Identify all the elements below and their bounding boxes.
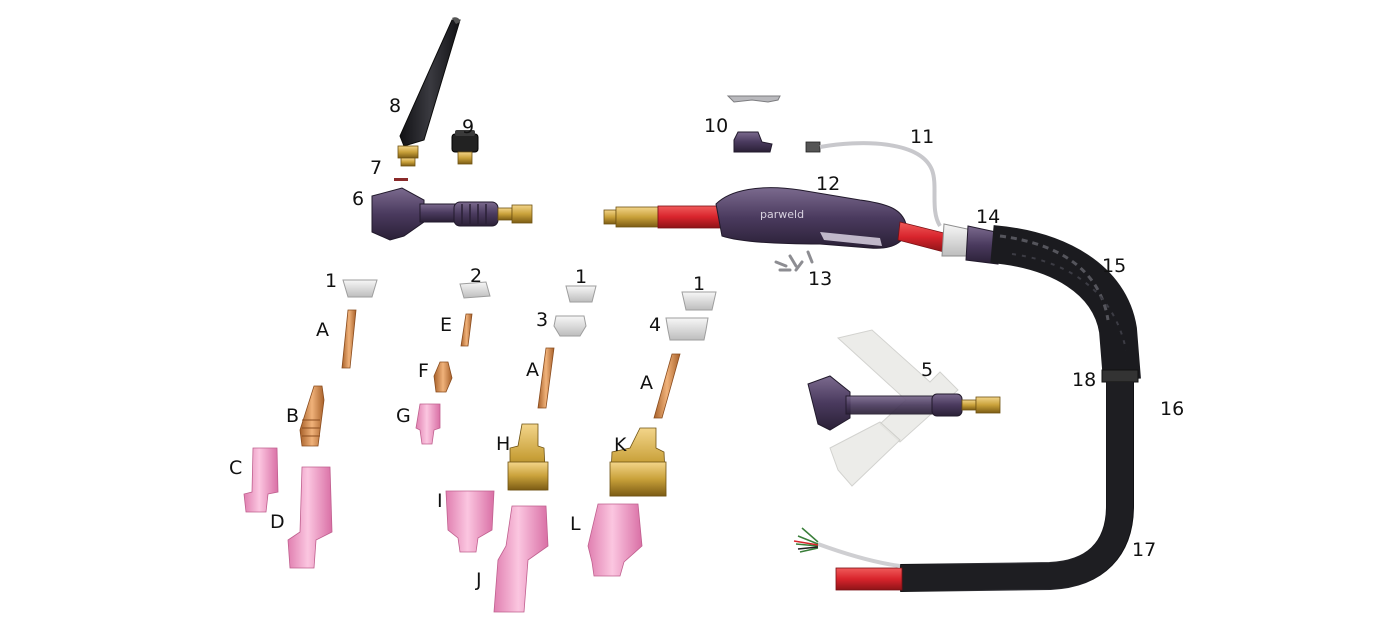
label-a-col1: A <box>316 319 329 341</box>
nozzle-g <box>415 403 441 445</box>
label-1-col1: 1 <box>325 270 337 292</box>
gas-lens-k <box>609 427 667 497</box>
torch-body <box>371 187 533 241</box>
collet-body-f <box>433 361 453 393</box>
label-1-col4: 1 <box>693 273 705 295</box>
label-f: F <box>418 360 429 382</box>
label-16: 16 <box>1160 398 1184 420</box>
cap-1-col3 <box>565 285 597 303</box>
label-a-col3: A <box>526 359 539 381</box>
label-h: H <box>496 433 510 455</box>
insulator-3 <box>553 315 587 337</box>
label-b: B <box>286 405 299 427</box>
label-9: 9 <box>462 116 474 138</box>
switch-clip <box>726 95 781 103</box>
label-d: D <box>270 511 285 533</box>
hose-coupling <box>941 223 999 265</box>
label-15: 15 <box>1102 255 1126 277</box>
label-2: 2 <box>470 265 482 287</box>
label-e: E <box>440 314 452 336</box>
label-4: 4 <box>649 314 661 336</box>
label-18: 18 <box>1072 369 1096 391</box>
insulator-4 <box>665 317 709 341</box>
label-j: J <box>475 569 482 591</box>
collet-a-col1 <box>341 309 357 369</box>
torch-hose-front <box>603 205 721 229</box>
back-cap-long <box>397 17 461 167</box>
label-a-col4: A <box>640 372 653 394</box>
label-17: 17 <box>1132 539 1156 561</box>
part-labels: 8 9 7 6 1 A B C D 2 E F G 1 3 A H I J 1 … <box>229 95 1184 591</box>
label-7: 7 <box>370 157 382 179</box>
label-l: L <box>570 513 581 535</box>
label-12: 12 <box>816 173 840 195</box>
cap-1-col4 <box>681 291 717 311</box>
nozzle-l <box>587 503 643 577</box>
handle-logo: parweld <box>760 208 804 221</box>
switch-button <box>733 131 773 153</box>
cap-2-col2 <box>459 281 491 299</box>
label-k: K <box>614 434 627 456</box>
label-5: 5 <box>921 359 933 381</box>
label-1-col3: 1 <box>575 266 587 288</box>
back-cap-short <box>451 130 479 165</box>
nozzle-i <box>445 490 495 553</box>
nozzle-c <box>243 447 279 513</box>
flexible-torch-body <box>807 329 1001 487</box>
nozzle-j <box>493 505 549 613</box>
gas-lens-h <box>507 423 549 491</box>
label-6: 6 <box>352 188 364 210</box>
label-13: 13 <box>808 268 832 290</box>
label-i: I <box>437 490 443 512</box>
collet-body-b <box>299 385 325 447</box>
torch-handle: parweld <box>715 187 907 249</box>
cap-1-col1 <box>342 279 378 298</box>
label-g: G <box>396 405 411 427</box>
o-ring <box>394 178 408 181</box>
torch-hose-rear <box>897 221 949 253</box>
cable-assembly <box>793 225 1141 592</box>
label-c: C <box>229 457 242 479</box>
label-10: 10 <box>704 115 728 137</box>
nozzle-d <box>287 466 333 569</box>
collet-e <box>460 313 473 347</box>
handle-screws <box>774 250 814 272</box>
label-11: 11 <box>910 126 934 148</box>
label-8: 8 <box>389 95 401 117</box>
label-3: 3 <box>536 309 548 331</box>
switch-cable <box>805 141 942 228</box>
collet-a-col3 <box>537 347 555 409</box>
collet-a-col4 <box>653 353 681 419</box>
label-14: 14 <box>976 206 1000 228</box>
